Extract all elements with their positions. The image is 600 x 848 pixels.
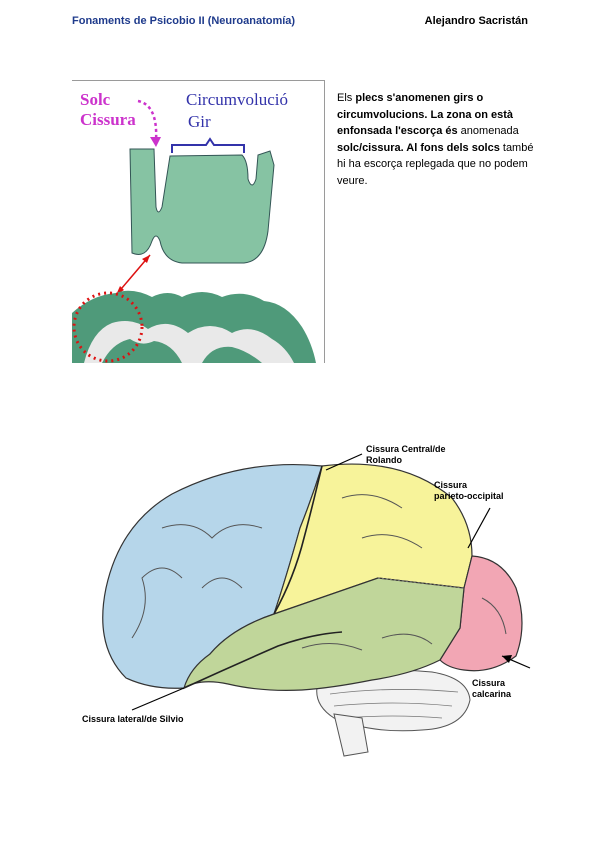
occipital-lobe [439,555,523,672]
label-calcarina-line2: calcarina [472,689,512,699]
label-po-line2: parieto-occipital [434,491,504,501]
header-author: Alejandro Sacristán [424,15,528,27]
para-bold-2: solc/cissura. Al fons dels solcs [337,141,500,154]
header-course-title: Fonaments de Psicobio II (Neuroanatomía) [72,15,296,27]
parieto-occipital-pointer [467,507,491,549]
central-sulcus [273,465,323,615]
label-lateral-sulcus: Cissura lateral/de Silvio [82,714,184,724]
central-sulcus-pointer [325,453,363,471]
label-calcarina-line1: Cissura [472,678,506,688]
gyrus-sulcus-figure: Solc Cissura Circumvolució Gir [72,80,325,363]
lateral-brain-figure: Cissura Central/de Rolando Cissura parie… [72,438,542,768]
sulcus-arrow [137,99,158,142]
gyrus-description: Els plecs s'anomenen girs o circumvoluci… [337,90,537,189]
para-text-1: Els [337,92,356,104]
label-solc: Solc [80,90,111,109]
para-text-2: anomenada [457,125,519,137]
highlight-circle [72,291,144,363]
label-parieto-occipital: Cissura parieto-occipital [434,480,504,502]
lateral-sulcus-pointer [131,687,185,711]
para-text-3: també hi ha escorça replegada que no pod… [337,141,534,187]
cortex-fold-shape [129,148,275,264]
gyrus-bracket [171,137,245,153]
lateral-sulcus [183,631,343,689]
para-bold-1: plecs s'anomenen girs o circumvolucions.… [337,92,514,137]
label-calcarina: Cissura calcarina [472,678,511,700]
brainstem [333,713,369,757]
label-po-line1: Cissura [434,480,468,490]
label-cissura: Cissura [80,110,136,129]
label-central-sulcus: Cissura Central/de Rolando [366,444,446,466]
label-circumvolucio: Circumvolució [186,90,288,109]
gyrus-sulcus-illustration: Solc Cissura Circumvolució Gir [72,90,316,363]
label-central-line2: Rolando [366,455,402,465]
label-gir: Gir [188,112,211,131]
label-central-line1: Cissura Central/de [366,444,446,454]
lateral-brain-illustration [102,453,531,757]
